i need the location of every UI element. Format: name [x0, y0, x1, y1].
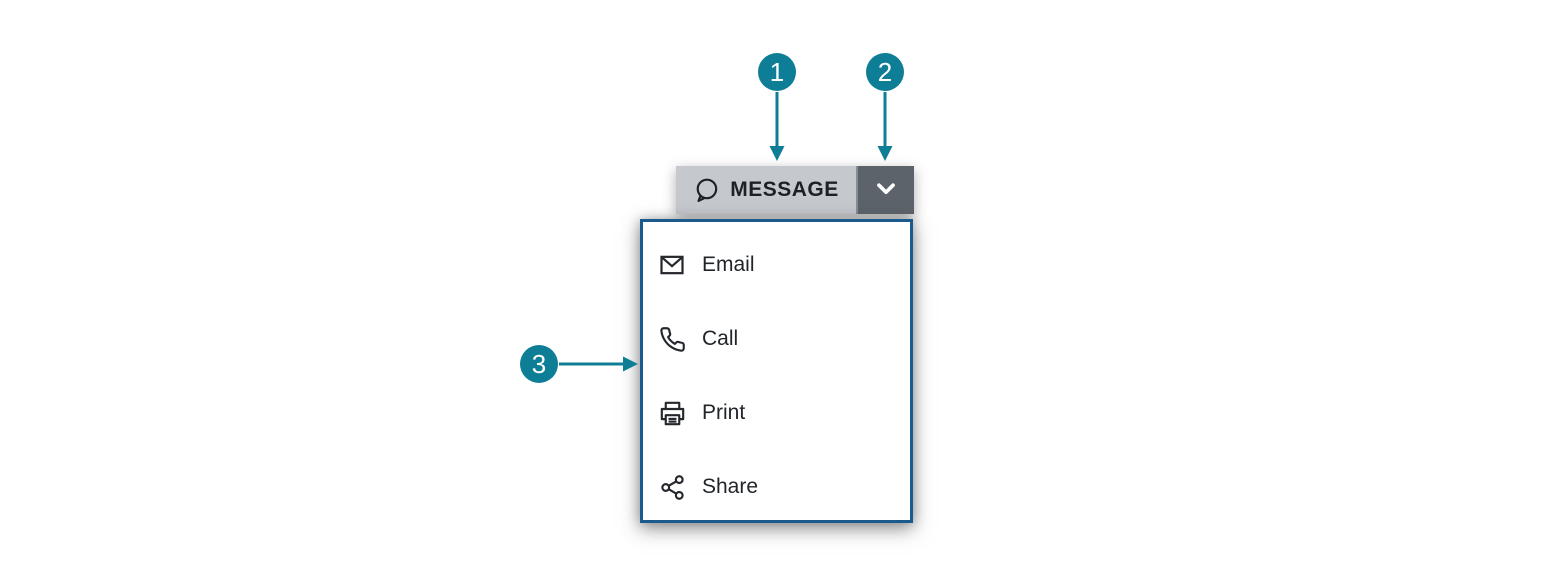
callout-1-arrow	[769, 92, 785, 161]
callout-3-arrow	[559, 356, 638, 372]
callout-2-arrow	[877, 92, 893, 161]
share-nodes-icon	[658, 473, 686, 501]
menu-item-label: Call	[702, 327, 739, 350]
callout-1-number: 1	[769, 57, 785, 87]
menu-item-share[interactable]: Share	[643, 450, 910, 524]
button-divider	[856, 166, 858, 214]
menu-list: Email Call	[643, 228, 910, 524]
callout-2-badge: 2	[866, 53, 904, 91]
dropdown-menu: Email Call	[640, 219, 913, 523]
callout-2-number: 2	[877, 57, 893, 87]
message-button-label: MESSAGE	[730, 178, 839, 201]
callout-3-badge: 3	[520, 345, 558, 383]
menu-item-print[interactable]: Print	[643, 376, 910, 450]
message-button[interactable]: MESSAGE	[676, 166, 856, 214]
speech-bubble-icon	[693, 177, 720, 204]
callout-3-number: 3	[531, 349, 547, 379]
menu-item-label: Email	[702, 253, 755, 276]
callout-1-badge: 1	[758, 53, 796, 91]
split-button: MESSAGE	[676, 166, 914, 214]
envelope-icon	[658, 251, 686, 279]
menu-item-call[interactable]: Call	[643, 302, 910, 376]
dropdown-toggle-button[interactable]	[858, 166, 914, 214]
phone-icon	[658, 325, 686, 353]
menu-item-email[interactable]: Email	[643, 228, 910, 302]
menu-item-label: Print	[702, 401, 746, 424]
printer-icon	[658, 399, 686, 427]
chevron-down-icon	[873, 176, 899, 205]
menu-item-label: Share	[702, 475, 759, 498]
